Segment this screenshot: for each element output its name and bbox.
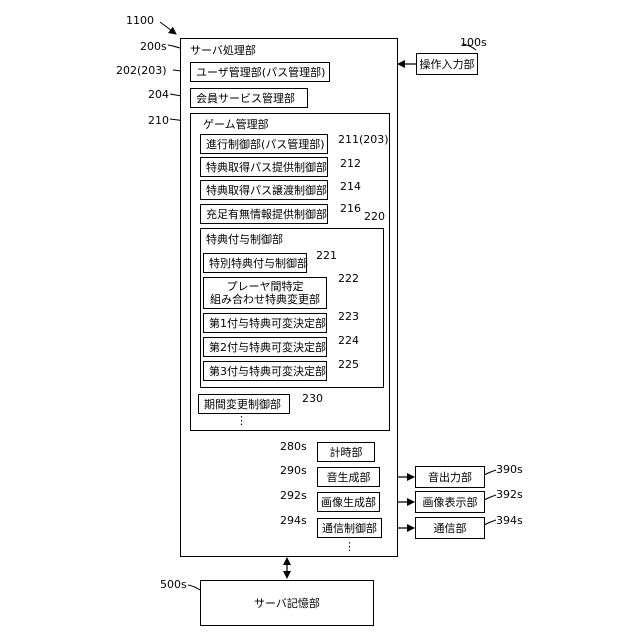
decide-1-box: 第1付与特典可変決定部 <box>203 313 327 333</box>
decide-1-label: 第1付与特典可変決定部 <box>209 315 326 331</box>
special-bonus-ref: 221 <box>316 249 337 262</box>
image-gen-box: 画像生成部 <box>317 492 380 512</box>
member-service-label: 会員サービス管理部 <box>196 90 295 106</box>
image-gen-ref: 292s <box>280 489 307 502</box>
sound-gen-label: 音生成部 <box>327 471 371 484</box>
progress-ctrl-label: 進行制御部(パス管理部) <box>206 136 325 152</box>
pair-change-line2: 組み合わせ特典変更部 <box>210 293 320 306</box>
game-mgmt-ref: 210 <box>148 114 169 127</box>
special-bonus-label: 特別特典付与制御部 <box>209 255 308 271</box>
image-display-label: 画像表示部 <box>423 496 478 509</box>
member-service-ref: 204 <box>148 88 169 101</box>
comm-unit-label: 通信部 <box>434 522 467 535</box>
image-gen-label: 画像生成部 <box>321 496 376 509</box>
user-mgmt-box: ユーザ管理部(パス管理部) <box>190 62 330 82</box>
user-mgmt-label: ユーザ管理部(パス管理部) <box>196 64 325 80</box>
server-storage-label: サーバ記憶部 <box>254 597 320 610</box>
progress-ctrl-box: 進行制御部(パス管理部) <box>200 134 328 154</box>
sound-output-label: 音出力部 <box>428 471 472 484</box>
comm-ctrl-box: 通信制御部 <box>317 518 382 538</box>
clock-ref: 280s <box>280 440 307 453</box>
pass-provide-box: 特典取得パス提供制御部 <box>200 157 328 177</box>
decide-3-label: 第3付与特典可変決定部 <box>209 363 326 379</box>
leader-394 <box>484 520 496 525</box>
decide-1-ref: 223 <box>338 310 359 323</box>
decide-3-ref: 225 <box>338 358 359 371</box>
server-storage-box: サーバ記憶部 <box>200 580 374 626</box>
image-display-box: 画像表示部 <box>415 491 485 513</box>
sound-output-box: 音出力部 <box>415 466 485 488</box>
leader-500 <box>188 585 200 590</box>
sound-gen-box: 音生成部 <box>317 467 380 487</box>
pass-provide-label: 特典取得パス提供制御部 <box>206 159 327 175</box>
user-mgmt-ref: 202(203) <box>116 64 167 77</box>
pair-change-ref: 222 <box>338 272 359 285</box>
special-bonus-box: 特別特典付与制御部 <box>203 253 307 273</box>
period-change-label: 期間変更制御部 <box>204 396 281 412</box>
bonus-grant-ref: 220 <box>364 210 385 223</box>
pass-transfer-box: 特典取得パス譲渡制御部 <box>200 180 328 200</box>
clock-label: 計時部 <box>330 446 363 459</box>
sound-gen-ref: 290s <box>280 464 307 477</box>
pair-change-box: プレーヤ間特定 組み合わせ特典変更部 <box>203 277 327 309</box>
comm-ctrl-label: 通信制御部 <box>322 522 377 535</box>
server-storage-ref: 500s <box>160 578 187 591</box>
server-title: サーバ処理部 <box>190 44 256 57</box>
operation-input-label: 操作入力部 <box>420 58 475 71</box>
comm-ctrl-ref: 294s <box>280 514 307 527</box>
clock-box: 計時部 <box>317 442 375 462</box>
pass-transfer-ref: 214 <box>340 180 361 193</box>
leader-392 <box>484 495 496 500</box>
fulfill-info-label: 充足有無情報提供制御部 <box>206 206 327 222</box>
decide-2-label: 第2付与特典可変決定部 <box>209 339 326 355</box>
decide-2-ref: 224 <box>338 334 359 347</box>
fulfill-info-ref: 216 <box>340 202 361 215</box>
leader-200s <box>168 45 180 48</box>
period-change-box: 期間変更制御部 <box>198 394 290 414</box>
operation-input-box: 操作入力部 <box>416 53 478 75</box>
server-ellipsis: ⋮ <box>344 540 355 553</box>
sound-output-ref: 390s <box>496 463 523 476</box>
game-mgmt-ellipsis: ⋮ <box>236 414 247 427</box>
pair-change-line1: プレーヤ間特定 <box>227 280 304 293</box>
pass-provide-ref: 212 <box>340 157 361 170</box>
game-mgmt-title: ゲーム管理部 <box>203 118 269 131</box>
member-service-box: 会員サービス管理部 <box>190 88 308 108</box>
decide-2-box: 第2付与特典可変決定部 <box>203 337 327 357</box>
fig-ref: 1100 <box>126 14 154 27</box>
fig-ref-leader <box>160 22 176 34</box>
decide-3-box: 第3付与特典可変決定部 <box>203 361 327 381</box>
image-display-ref: 392s <box>496 488 523 501</box>
progress-ctrl-ref: 211(203) <box>338 133 389 146</box>
server-ref: 200s <box>140 40 167 53</box>
operation-input-ref: 100s <box>460 36 487 49</box>
comm-unit-box: 通信部 <box>415 517 485 539</box>
pass-transfer-label: 特典取得パス譲渡制御部 <box>206 182 327 198</box>
fulfill-info-box: 充足有無情報提供制御部 <box>200 204 328 224</box>
period-change-ref: 230 <box>302 392 323 405</box>
leader-390 <box>484 470 496 475</box>
bonus-grant-title: 特典付与制御部 <box>206 233 283 246</box>
comm-unit-ref: 394s <box>496 514 523 527</box>
